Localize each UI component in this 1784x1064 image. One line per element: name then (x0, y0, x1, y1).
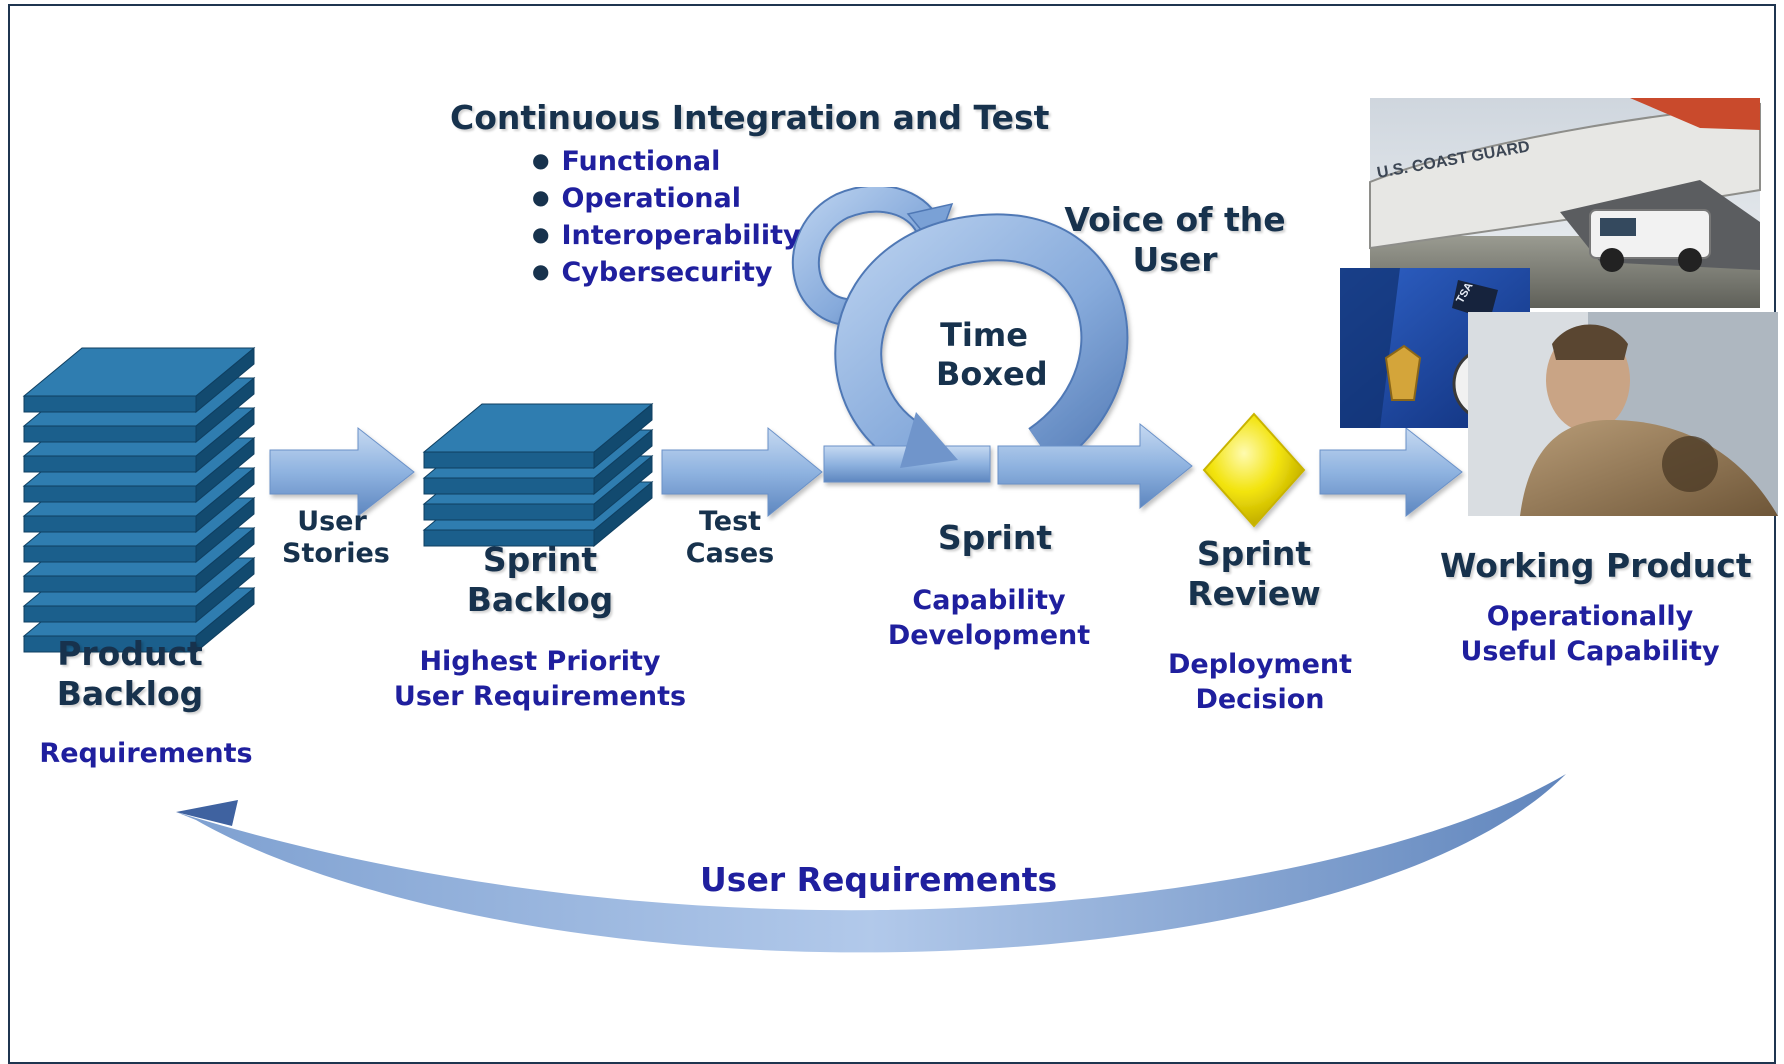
feedback-label: User Requirements (700, 860, 1058, 899)
test-cases-arrow (661, 426, 823, 518)
ci-test-title: Continuous Integration and Test (450, 98, 1050, 137)
sprint-backlog-stack-icon (422, 402, 654, 548)
bullet-icon: ● (532, 185, 550, 209)
user-stories-arrow (269, 426, 415, 518)
to-working-product-arrow (1319, 426, 1463, 518)
ci-test-item: ●Operational (532, 183, 741, 214)
soldier-photo (1468, 312, 1778, 516)
bullet-icon: ● (532, 259, 550, 283)
product-backlog-subtitle: Requirements (39, 738, 253, 769)
sprint-review-diamond-icon (1202, 412, 1306, 528)
product-backlog-stack-icon (22, 346, 256, 654)
diagram-graphics: U.S. COAST GUARD TSA (22, 98, 1778, 953)
working-product-title: Working Product (1440, 546, 1752, 585)
ci-test-list: ●Functional ●Operational ●Interoperabili… (532, 144, 801, 292)
ci-test-item: ●Cybersecurity (532, 257, 773, 288)
ci-test-item: ●Functional (532, 146, 721, 177)
ci-test-item: ●Interoperability (532, 220, 801, 251)
user-requirements-feedback-arrow (176, 774, 1566, 953)
sprint-title: Sprint (937, 518, 1053, 557)
bullet-icon: ● (532, 222, 550, 246)
bullet-icon: ● (532, 148, 550, 172)
photo-collage: U.S. COAST GUARD TSA (1340, 98, 1778, 516)
sprint-loop-arrow (823, 213, 1193, 510)
